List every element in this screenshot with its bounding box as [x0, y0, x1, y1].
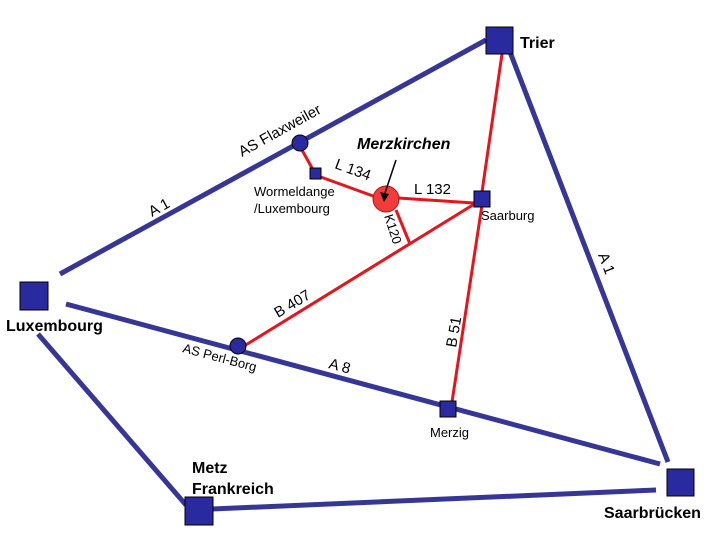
junction-markers	[229, 134, 309, 355]
flaxweiler-junction-marker[interactable]	[291, 134, 309, 152]
wormeldange-label-line2: /Luxembourg	[254, 201, 330, 216]
merzkirchen-arrow-head	[380, 192, 389, 202]
wormeldange-marker[interactable]	[309, 167, 322, 180]
road-a1-luxembourg-trier	[58, 37, 488, 277]
road-b51	[450, 204, 484, 403]
a8-label: A 8	[327, 355, 352, 377]
road-a1-trier-saarbruecken	[507, 51, 671, 463]
merzkirchen-label: Merzkirchen	[357, 136, 451, 153]
road-k120	[394, 209, 412, 245]
merzkirchen-marker[interactable]	[372, 185, 400, 213]
a1-east-label: A 1	[594, 250, 618, 276]
luxembourg-marker[interactable]	[19, 281, 49, 311]
saarburg-label: Saarburg	[481, 208, 534, 223]
trier-marker[interactable]	[485, 26, 514, 55]
road-metz-saarbruecken	[211, 487, 657, 512]
road-trier-saarburg	[480, 53, 504, 193]
saarburg-marker[interactable]	[473, 190, 491, 208]
road-b407	[243, 201, 477, 348]
merzig-marker[interactable]	[439, 400, 457, 418]
perl-borg-junction-marker[interactable]	[229, 337, 247, 355]
merzig-label: Merzig	[430, 425, 469, 440]
metz-label-line2: Frankreich	[192, 481, 274, 498]
saarbruecken-label: Saarbrücken	[604, 505, 701, 522]
metz-label-line1: Metz	[192, 460, 228, 477]
city-markers	[19, 26, 695, 526]
road-l134	[317, 174, 374, 198]
road-l132	[397, 196, 475, 205]
road-flaxweiler-wormeldange	[300, 149, 314, 169]
metz-marker[interactable]	[184, 496, 214, 526]
local-road-network	[243, 53, 504, 403]
motorway-network	[36, 37, 671, 512]
l132-label: L 132	[414, 181, 451, 198]
l134-label: L 134	[333, 156, 374, 185]
road-luxembourg-metz	[36, 332, 188, 507]
k120-label: K120	[381, 212, 405, 246]
trier-label: Trier	[520, 35, 555, 52]
saarbruecken-marker[interactable]	[666, 468, 695, 497]
road-a8-luxembourg-saarbruecken	[65, 301, 661, 467]
luxembourg-label: Luxembourg	[6, 318, 103, 335]
merzkirchen-pointer-arrow	[383, 159, 397, 197]
wormeldange-label-line1: Wormeldange	[254, 184, 335, 199]
b51-label: B 51	[443, 315, 465, 348]
